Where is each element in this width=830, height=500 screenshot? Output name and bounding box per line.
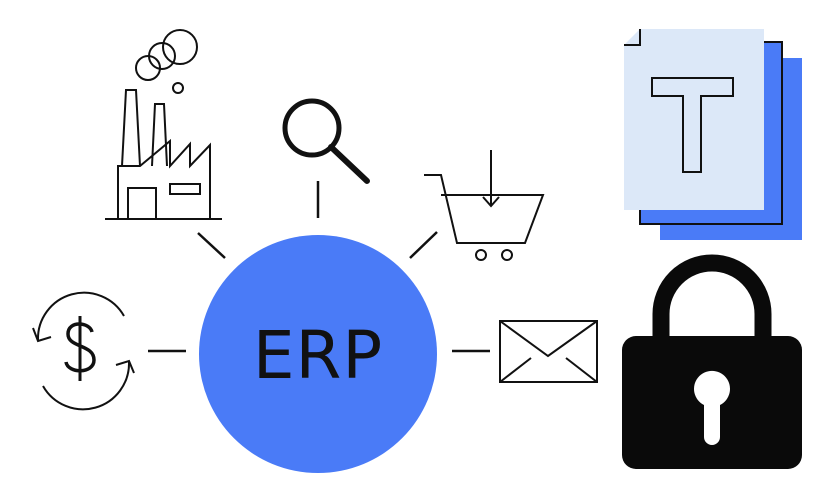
envelope-icon xyxy=(499,320,598,383)
connector-cart xyxy=(409,231,438,259)
erp-circle xyxy=(199,235,437,473)
document-letter-t xyxy=(651,77,734,173)
keyhole-icon xyxy=(694,370,730,445)
padlock-shackle xyxy=(652,254,772,336)
erp-label: ERP xyxy=(253,317,383,394)
erp-hub: ERP xyxy=(199,235,437,473)
search-icon xyxy=(282,98,370,184)
padlock-icon xyxy=(622,254,802,469)
shopping-cart-icon xyxy=(424,150,545,261)
document-stack-icon: T xyxy=(624,29,802,240)
dollar-exchange-icon xyxy=(32,291,135,411)
factory-icon xyxy=(105,29,222,220)
connector-lines xyxy=(148,181,490,353)
connector-factory xyxy=(197,232,226,259)
